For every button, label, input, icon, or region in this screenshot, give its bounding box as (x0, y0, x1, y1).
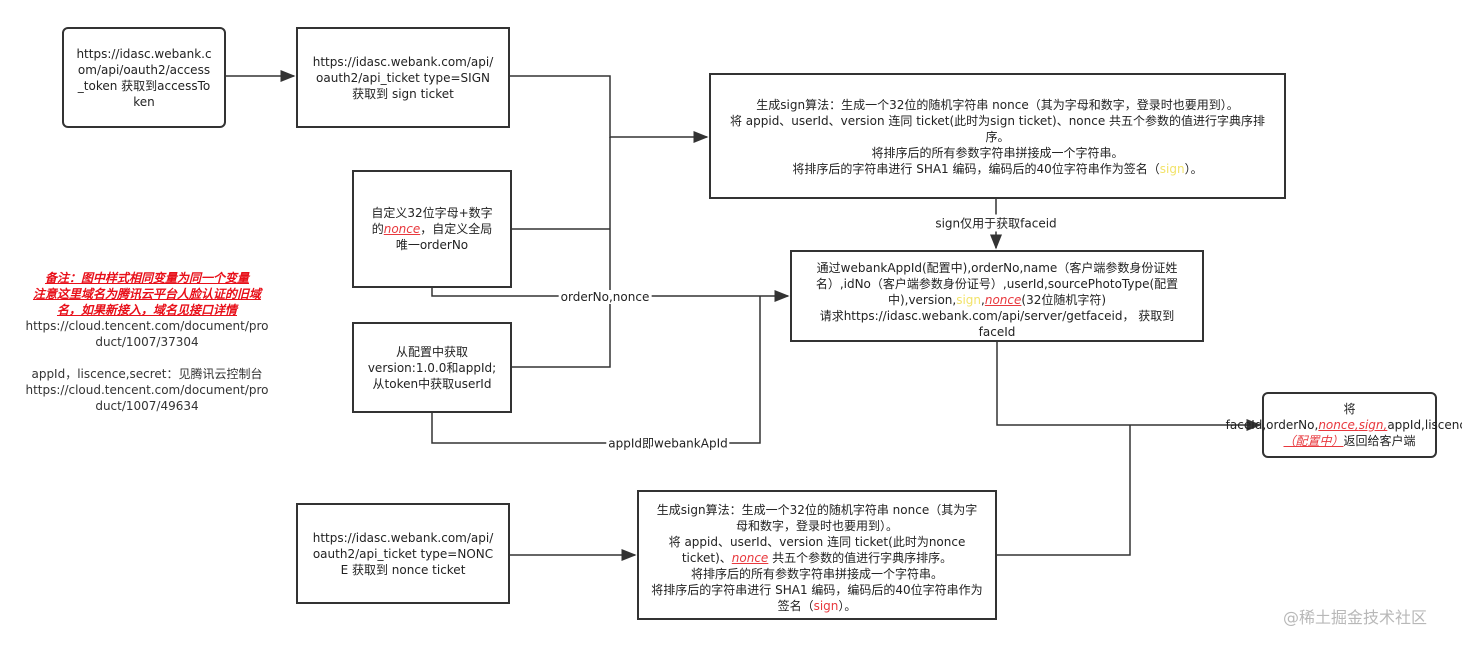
box-text: 从配置中获取version:1.0.0和appId;从token中获取userI… (367, 344, 497, 391)
getfaceid-box: 通过webankAppId(配置中),orderNo,name（客户端参数身份证… (790, 250, 1204, 342)
line: 将排序后的所有参数字符串拼接成一个字符串。 (871, 146, 1124, 160)
t: ）。 (838, 599, 857, 613)
edge-order-nonce (431, 288, 790, 302)
sign-ticket-box: https://idasc.webank.com/api/oauth2/api_… (296, 27, 510, 128)
config-box: 从配置中获取version:1.0.0和appId;从token中获取userI… (352, 322, 512, 413)
edge-config-merge (512, 137, 611, 368)
edge-label-appid: appId即webankApId (606, 434, 730, 452)
note-warning: 注意这里域名为腾讯云平台人脸认证的旧域名，如果新接入，域名见接口详情 (32, 287, 261, 317)
return-box: 将faceId,orderNo,nonce,sign,appId,liscenc… (1226, 392, 1462, 458)
nonce-ticket-box: https://idasc.webank.com/api/oauth2/api_… (296, 503, 510, 604)
line: 将排序后的字符串进行 SHA1 编码，编码后的40位字符串作为签名（sign）。 (723, 161, 1272, 177)
line: 将 appid、userId、version 连同 ticket(此时为sign… (729, 114, 1266, 144)
t: 将faceId,orderNo, (1225, 402, 1356, 432)
watermark: @稀土掘金技术社区 (1283, 608, 1428, 627)
t: ，自定义全局唯一orderNo (395, 222, 493, 252)
t: 将排序后的所有参数字符串拼接成一个字符串。 (690, 567, 943, 581)
edge-label-sign-only: sign仅用于获取faceid (933, 214, 1059, 232)
nonce-var: nonce (731, 551, 769, 565)
nonce-var: nonce (383, 222, 421, 236)
box-text: https://idasc.webank.com/api/oauth2/api_… (312, 530, 494, 577)
t: 返回给客户端 (1343, 434, 1416, 448)
t: , (981, 293, 985, 307)
edge-nonce-algo-to-return (997, 425, 1131, 556)
t: 通过webankAppId(配置中),orderNo,name（客户端参数身份证… (815, 261, 1179, 307)
sign-var: sign (956, 293, 982, 307)
t: (32位随机字符) (1021, 293, 1107, 307)
box-text: 将faceId,orderNo,nonce,sign,appId,liscenc… (1226, 401, 1462, 449)
edge-ticket-to-sign (510, 75, 709, 143)
note-warning: 备注：图中样式相同变量为同一个变量 (44, 271, 249, 285)
edge-label-order-nonce: orderNo,nonce (558, 290, 652, 304)
sign-var: sign (813, 599, 839, 613)
t: 自定义32位字母+数字的 (371, 206, 493, 236)
t: 将排序后的字符串进行 SHA1 编码，编码后的40位字符串作为签名（ (792, 162, 1160, 176)
nonce-algo-box: 生成sign算法：生成一个32位的随机字符串 nonce（其为字母和数字，登录时… (637, 490, 997, 620)
t: 请求https://idasc.webank.com/api/server/ge… (819, 309, 1175, 339)
box-text: https://idasc.webank.com/api/oauth2/acce… (76, 46, 212, 109)
t: 将排序后的字符串进行 SHA1 编码，编码后的40位字符串作为签名（ (651, 583, 983, 613)
t: appId,liscence (1387, 418, 1462, 432)
note-keys: appId，liscence,secret：见腾讯云控制台 (31, 367, 263, 381)
sign-var: sign (1159, 162, 1185, 176)
sign-algo-box: 生成sign算法：生成一个32位的随机字符串 nonce（其为字母和数字，登录时… (709, 73, 1286, 199)
t: 生成sign算法：生成一个32位的随机字符串 nonce（其为字母和数字，登录时… (656, 503, 978, 533)
nonce-orderno-box: 自定义32位字母+数字的nonce，自定义全局唯一orderNo (352, 170, 512, 288)
config-var: （配置中） (1283, 434, 1344, 448)
edge-faceid-to-return (996, 342, 1262, 431)
access-token-box: https://idasc.webank.com/api/oauth2/acce… (62, 27, 226, 128)
box-text: https://idasc.webank.com/api/oauth2/api_… (312, 54, 494, 101)
sign-var: sign, (1358, 418, 1388, 432)
line: 生成sign算法：生成一个32位的随机字符串 nonce（其为字母和数字，登录时… (756, 98, 1239, 112)
note: 备注：图中样式相同变量为同一个变量 注意这里域名为腾讯云平台人脸认证的旧域名，如… (22, 270, 272, 414)
box-text: 自定义32位字母+数字的nonce，自定义全局唯一orderNo (366, 205, 498, 253)
t: 共五个参数的值进行字典序排序。 (768, 551, 953, 565)
edge-appid (431, 296, 761, 444)
note-url: https://cloud.tencent.com/document/produ… (25, 319, 269, 349)
note-url: https://cloud.tencent.com/document/produ… (25, 383, 269, 413)
t: ）。 (1184, 162, 1203, 176)
nonce-var: nonce, (1318, 418, 1359, 432)
nonce-var: nonce (984, 293, 1022, 307)
t: 将 appid、userId、version 连同 ticket(此时为nonc… (668, 535, 966, 565)
